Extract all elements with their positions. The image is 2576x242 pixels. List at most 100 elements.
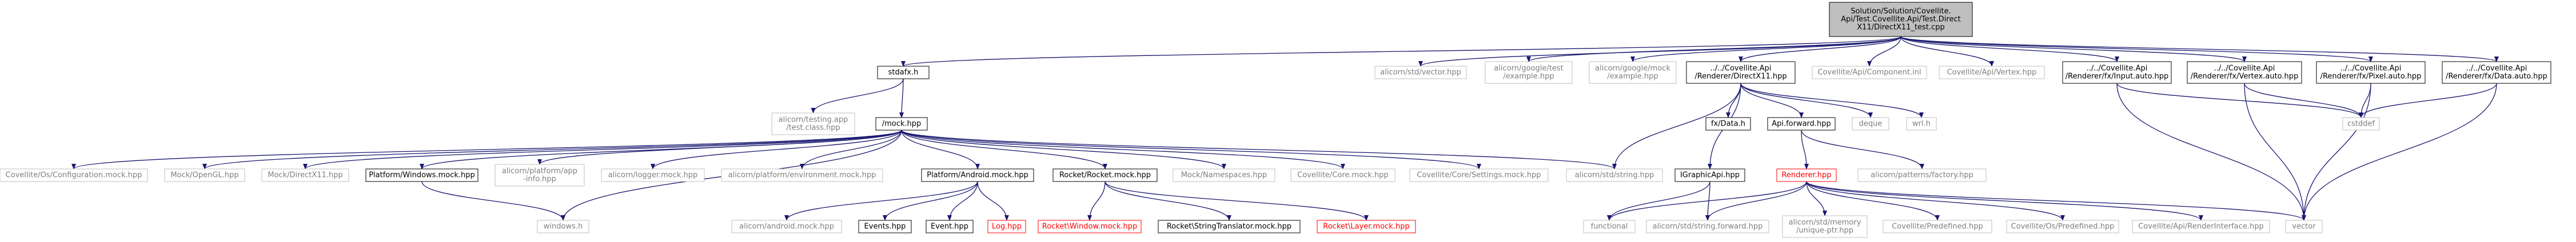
- node-label-line: alicorn/std/string.hpp: [1575, 171, 1654, 180]
- node-box: [2187, 61, 2302, 84]
- node-box: [721, 168, 883, 182]
- graph-node-igraphicapi[interactable]: IGraphicApi.hpp: [1674, 168, 1745, 182]
- node-label-line: /unique-ptr.hpp: [1796, 227, 1853, 235]
- graph-node-patterns-factory: alicorn/patterns/factory.hpp: [1857, 168, 1987, 182]
- node-label-line: Mock/DirectX11.hpp: [268, 171, 342, 180]
- node-box: [1485, 61, 1573, 84]
- node-box: [2006, 220, 2119, 233]
- graph-node-fx-data[interactable]: fx/Data.h: [1705, 117, 1751, 131]
- node-label-line: alicorn/std/memory: [1789, 219, 1861, 227]
- node-label-line: ../../Covellite.Api: [2466, 64, 2527, 73]
- graph-node-data-auto[interactable]: ../../Covellite.Api/Renderer/fx/Data.aut…: [2442, 61, 2551, 84]
- edge-root-to-vertex: [1900, 36, 1994, 67]
- node-box: [1646, 220, 1769, 233]
- edge-input_auto-to-vector: [2116, 83, 2306, 221]
- node-label-line: Solution/Solution/Covellite.: [1851, 7, 1951, 16]
- graph-node-input-auto[interactable]: ../../Covellite.Api/Renderer/fx/Input.au…: [2062, 61, 2172, 84]
- graph-node-pixel-auto[interactable]: ../../Covellite.Api/Renderer/fx/Pixel.au…: [2316, 61, 2426, 84]
- graph-node-gmock: alicorn/google/mock/example.hpp: [1589, 61, 1677, 84]
- graph-node-rocket-mock[interactable]: Rocket/Rocket.mock.hpp: [1052, 168, 1158, 182]
- graph-node-api-forward[interactable]: Api.forward.hpp: [1767, 117, 1836, 131]
- graph-node-covellite-predefined: Covellite/Predefined.hpp: [1883, 220, 1992, 233]
- graph-node-os-predefined: Covellite/Os/Predefined.hpp: [2006, 220, 2119, 233]
- node-label-line: /example.hpp: [1607, 72, 1658, 81]
- node-label-line: ../../Covellite.Api: [2340, 64, 2402, 73]
- node-box: [1776, 168, 1837, 182]
- node-label-line: X11/DirectX11_test.cpp: [1857, 23, 1944, 32]
- node-box: [1857, 168, 1987, 182]
- node-label-line: Rocket\Window.mock.hpp: [1042, 223, 1137, 231]
- graph-node-rocket-window[interactable]: Rocket\Window.mock.hpp: [1038, 220, 1142, 233]
- node-label-line: /example.hpp: [1503, 72, 1554, 81]
- node-box: [1317, 220, 1416, 233]
- edge-renderer_hpp-to-covellite_predefined: [1806, 181, 1940, 221]
- nodes-layer: Solution/Solution/Covellite.Api/Test.Cov…: [0, 2, 2551, 238]
- graph-node-rocket-layer[interactable]: Rocket\Layer.mock.hpp: [1317, 220, 1416, 233]
- graph-node-renderer-dx11[interactable]: ../../Covellite.Api/Renderer/DirectX11.h…: [1686, 61, 1796, 84]
- graph-node-mock-namespaces: Mock/Namespaces.hpp: [1173, 168, 1275, 182]
- node-label-line: fx/Data.h: [1711, 120, 1745, 128]
- graph-node-mock[interactable]: /mock.hpp: [875, 117, 928, 131]
- node-label-line: /Renderer/fx/Vertex.auto.hpp: [2191, 72, 2299, 81]
- node-box: [1829, 2, 1973, 37]
- graph-node-event[interactable]: Event.hpp: [926, 220, 974, 233]
- node-box: [1852, 117, 1889, 131]
- edge-root-to-input_auto: [1900, 36, 2119, 62]
- graph-node-string-forward: alicorn/std/string.forward.hpp: [1646, 220, 1769, 233]
- edge-stdafx-to-testing_app: [811, 78, 904, 114]
- graph-node-platform-android[interactable]: Platform/Android.mock.hpp: [921, 168, 1034, 182]
- node-label-line: -info.hpp: [523, 175, 556, 184]
- node-label-line: alicorn/testing.app: [779, 116, 848, 124]
- graph-node-platform-app-info: alicorn/platform/app-info.hpp: [495, 164, 585, 187]
- edge-mock-to-directx11_mock: [303, 130, 902, 170]
- node-label-line: alicorn/std/string.forward.hpp: [1653, 223, 1763, 231]
- graph-node-stdafx[interactable]: stdafx.h: [877, 66, 930, 79]
- edge-igraphicapi-to-functional: [1607, 181, 1710, 221]
- graph-node-string-translator[interactable]: Rocket\StringTranslator.mock.hpp: [1158, 220, 1301, 233]
- graph-node-log[interactable]: Log.hpp: [987, 220, 1026, 233]
- graph-node-environment-mock: alicorn/platform/environment.mock.hpp: [721, 168, 883, 182]
- node-box: [1409, 168, 1549, 182]
- graph-node-root[interactable]: Solution/Solution/Covellite.Api/Test.Cov…: [1829, 2, 1973, 37]
- edge-root-to-gtest: [1526, 36, 1901, 62]
- graph-node-deque: deque: [1852, 117, 1889, 131]
- node-box: [1705, 117, 1751, 131]
- node-box: [877, 66, 930, 79]
- edge-mock-to-alicorn_string: [901, 130, 1617, 170]
- edge-root-to-renderer_dx11: [1738, 36, 1901, 62]
- node-label-line: deque: [1859, 120, 1883, 128]
- edge-mock-to-rocket_mock: [901, 130, 1107, 170]
- node-label-line: Covellite/Os/Configuration.mock.hpp: [6, 171, 142, 180]
- node-label-line: IGraphicApi.hpp: [1680, 171, 1740, 180]
- edge-mock-to-core_settings: [901, 130, 1481, 170]
- graph-node-component: Covellite/Api/Component.inl: [1812, 66, 1927, 79]
- edge-rocket_mock-to-string_translator: [1104, 181, 1231, 221]
- node-label-line: Covellite/Api/Vertex.hpp: [1947, 68, 2037, 77]
- graph-node-renderer-hpp[interactable]: Renderer.hpp: [1776, 168, 1837, 182]
- node-label-line: Renderer.hpp: [1781, 171, 1831, 180]
- edge-input_auto-to-cstddef: [2116, 83, 2363, 118]
- edge-mock-to-logger_mock: [651, 130, 902, 170]
- node-label-line: Rocket\StringTranslator.mock.hpp: [1167, 223, 1291, 231]
- node-label-line: alicorn/patterns/factory.hpp: [1871, 171, 1973, 180]
- node-box: [1052, 168, 1158, 182]
- node-box: [2132, 220, 2270, 233]
- edge-mock-to-platform_android: [901, 130, 980, 170]
- node-label-line: alicorn/google/test: [1494, 64, 1563, 73]
- edge-renderer_hpp-to-functional: [1607, 181, 1807, 221]
- node-box: [2442, 61, 2551, 84]
- edge-mock-to-environment_mock: [800, 130, 902, 170]
- node-label-line: Rocket\Layer.mock.hpp: [1323, 223, 1409, 231]
- graph-node-platform-windows[interactable]: Platform/Windows.mock.hpp: [365, 168, 478, 182]
- graph-node-vertex-auto[interactable]: ../../Covellite.Api/Renderer/fx/Vertex.a…: [2187, 61, 2302, 84]
- edge-root-to-vertex_auto: [1900, 36, 2247, 62]
- node-label-line: ../../Covellite.Api: [2214, 64, 2275, 73]
- edges-layer: [71, 36, 2499, 221]
- graph-node-gtest: alicorn/google/test/example.hpp: [1485, 61, 1573, 84]
- node-label-line: ../../Covellite.Api: [1710, 64, 1772, 73]
- node-label-line: /Renderer/fx/Data.auto.hpp: [2446, 72, 2547, 81]
- node-label-line: Log.hpp: [992, 223, 1022, 231]
- node-box: [1674, 168, 1745, 182]
- graph-node-events[interactable]: Events.hpp: [858, 220, 912, 233]
